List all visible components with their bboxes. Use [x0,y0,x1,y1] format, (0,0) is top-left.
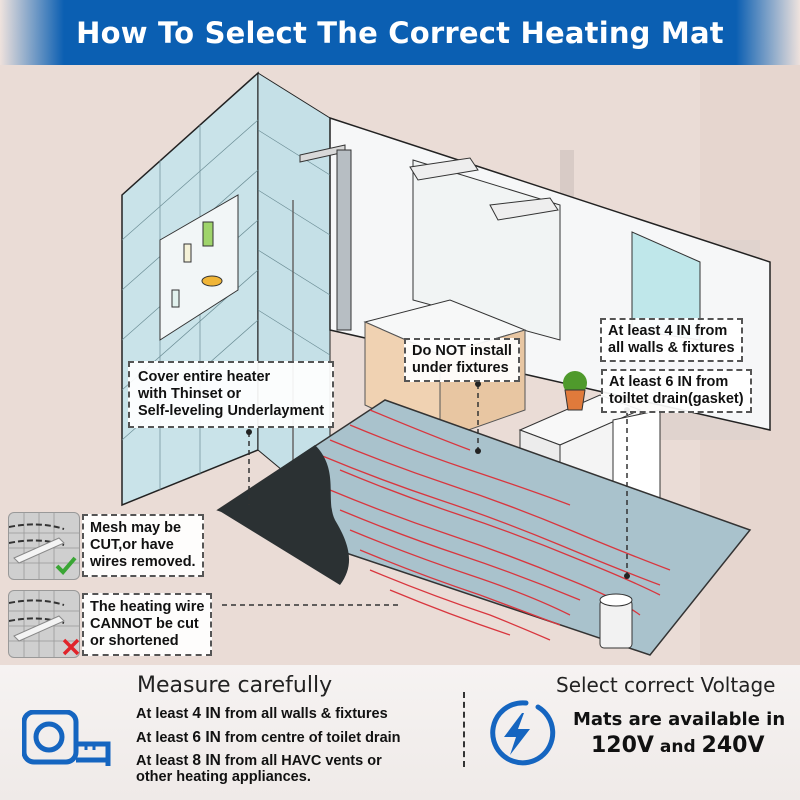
measure-line-2: At least 6 IN from centre of toilet drai… [136,729,401,747]
measure-title: Measure carefully [137,673,333,698]
header-banner: How To Select The Correct Heating Mat [0,0,800,65]
voltage-120: 120V [591,733,654,758]
callout-walls-clearance: At least 4 IN from all walls & fixtures [600,318,743,362]
line-value: 6 IN [192,729,221,746]
thinset-coverage [218,445,350,585]
section-divider [463,692,465,767]
callout-line: Self-leveling Underlayment [138,403,325,419]
lightning-icon [490,700,556,766]
callout-line: At least 6 IN from [609,374,729,390]
callout-do-not-install: Do NOT install under fixtures [404,338,520,382]
line-prefix: At least [136,730,193,746]
voltage-availability: Mats are available in [573,709,786,730]
measure-line-3: At least 8 IN from all HAVC vents or [136,752,382,770]
line-suffix: from all walls & fixtures [220,706,388,722]
line-suffix: from all HAVC vents or [220,753,382,769]
callout-line: under fixtures [412,360,509,376]
tape-measure-icon [22,710,111,766]
callout-line: toiltet drain(gasket) [609,391,744,407]
line-prefix: At least [136,753,193,769]
callout-line: The heating wire [90,599,205,615]
callout-line: CUT,or have [90,537,174,553]
cross-icon [62,638,80,656]
check-icon [55,556,77,575]
voltage-options: 120V and 240V [591,733,765,758]
floor-heating-mat [216,399,752,656]
voltage-240: 240V [701,733,765,758]
line-suffix: from centre of toilet drain [220,730,401,746]
bottom-panel: Measure carefully At least 4 IN from all… [0,665,800,800]
line-prefix: At least [136,706,193,722]
callout-wire-no-cut: The heating wire CANNOT be cut or shorte… [82,593,213,656]
callout-line: wires removed. [90,554,196,570]
callout-line: Mesh may be [90,520,182,536]
line-value: 4 IN [192,705,221,722]
line-value: 8 IN [192,752,221,769]
callout-line: with Thinset or [138,386,242,402]
callout-line: Do NOT install [412,343,512,359]
callout-line: CANNOT be cut [90,616,199,632]
measure-line-4: other heating appliances. [136,769,311,785]
voltage-title: Select correct Voltage [556,673,776,697]
heating-wire [299,409,671,641]
callout-cover-heater: Cover entire heater with Thinset or Self… [128,361,335,428]
callout-line: or shortened [90,633,179,649]
callout-line: all walls & fixtures [608,340,735,356]
page-title: How To Select The Correct Heating Mat [76,15,724,50]
measure-line-1: At least 4 IN from all walls & fixtures [136,705,388,723]
callout-toilet-clearance: At least 6 IN from toiltet drain(gasket) [601,369,752,413]
callout-mesh-cut: Mesh may be CUT,or have wires removed. [82,514,204,577]
bathroom-illustration [0,65,800,665]
callout-line: Cover entire heater [138,369,271,385]
voltage-and: and [653,737,702,757]
wire-cut-thumbnail [8,590,80,658]
callout-line: At least 4 IN from [608,323,728,339]
